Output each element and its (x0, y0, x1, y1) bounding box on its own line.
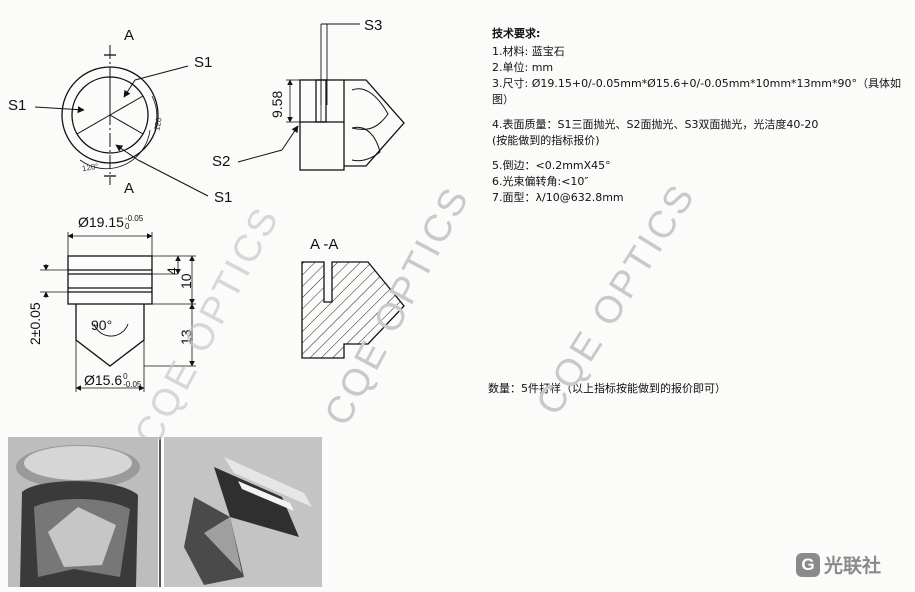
technical-requirements: 技术要求: 1.材料: 蓝宝石 2.单位: mm 3.尺寸: Ø19.15+0/… (492, 26, 902, 206)
section-view (301, 261, 405, 359)
quantity-note: 数量：5件打样（以上指标按能做到的报价即可） (488, 382, 726, 395)
requirement-item: 1.材料: 蓝宝石 (492, 45, 565, 58)
angle-90: 90° (91, 317, 113, 333)
label-s2: S2 (212, 153, 231, 170)
requirement-item: 5.倒边：<0.2mmX45° (492, 159, 611, 172)
side-view (237, 23, 405, 171)
label-s1-left: S1 (8, 97, 27, 114)
requirement-item: (按能做到的指标报价) (492, 134, 600, 147)
brand-logo: G 光联社 (796, 551, 881, 578)
label-s1-bottom-right: S1 (214, 189, 233, 206)
brand-logo-name: 光联社 (824, 555, 882, 577)
requirement-spacer (492, 149, 902, 158)
photo-side-view-image (164, 437, 322, 587)
requirement-item: 2.单位: mm (492, 61, 554, 74)
label-s1-top-right: S1 (194, 54, 213, 71)
section-mark-bottom: A (124, 180, 135, 197)
requirement-spacer (492, 108, 902, 117)
dim-10: 10 (178, 273, 194, 289)
top-view (34, 45, 209, 197)
photo-top-view-image (8, 437, 158, 587)
photo-side-view (164, 437, 322, 587)
section-title: A -A (310, 236, 339, 253)
dim-2: 2±0.05 (27, 302, 43, 345)
requirement-item: 7.面型：λ/10@632.8mm (492, 191, 624, 204)
label-s3: S3 (364, 17, 383, 34)
brand-logo-mark: G (796, 552, 820, 577)
dim-slot: 9.58 (269, 90, 285, 118)
section-mark-top: A (124, 27, 135, 44)
front-view (40, 232, 196, 392)
requirements-title: 技术要求: (492, 27, 541, 40)
requirement-item: 3.尺寸: Ø19.15+0/-0.05mm*Ø15.6+0/-0.05mm*1… (492, 77, 901, 106)
requirement-item: 4.表面质量：S1三面抛光、S2面抛光、S3双面抛光，光洁度40-20 (492, 118, 819, 131)
requirement-item: 6.光束偏转角:<10″ (492, 175, 589, 188)
photo-top-view (8, 437, 158, 587)
